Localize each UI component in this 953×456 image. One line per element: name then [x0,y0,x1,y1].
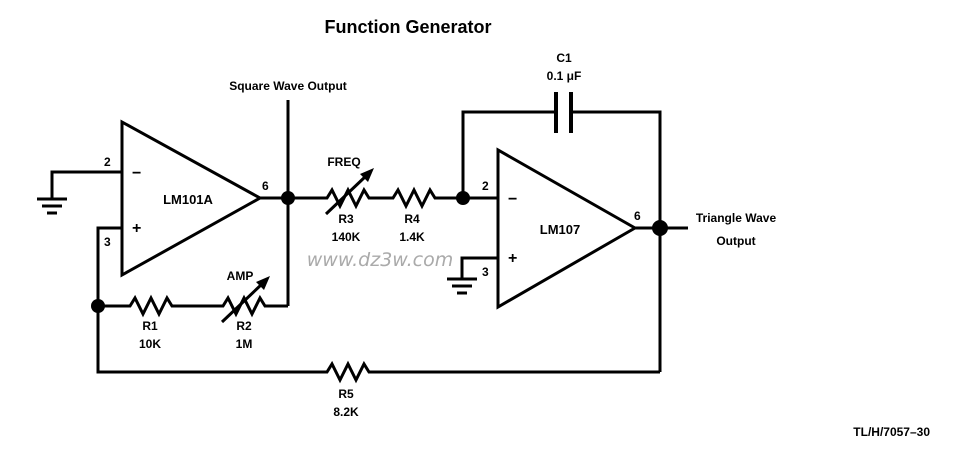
r1-ref: R1 [142,319,158,333]
r2-ref: R2 [236,319,252,333]
opamp2-pin6: 6 [634,209,641,223]
opamp2-label: LM107 [540,222,580,237]
variable-arrow-icon [324,174,368,216]
wire-pin3-ground [460,256,498,279]
r3-control-label: FREQ [327,155,360,169]
opamp-lm101a: LM101A − + 2 3 6 [104,119,269,278]
capacitor-c1 [554,92,573,133]
opamp2-pin2: 2 [482,179,489,193]
opamp1-label: LM101A [163,192,213,207]
junction-dot [456,191,470,205]
wire-c1-left [461,110,555,198]
c1-value: 0.1 μF [547,69,582,83]
opamp-lm107: LM107 − + 2 3 6 [482,147,641,310]
ground-icon [37,197,67,215]
arrow-head-icon [256,276,270,290]
triangle-wave-output-label-2: Output [716,234,755,248]
junction-dot [652,220,668,236]
r5-value: 8.2K [333,405,359,419]
c1-ref: C1 [556,51,572,65]
triangle-wave-output-label: Triangle Wave [696,211,777,225]
opamp1-plus: + [132,220,141,237]
junction-dot [91,299,105,313]
resistor-r4 [388,186,498,210]
r3-value: 140K [332,230,361,244]
wire-pin2-ground [50,170,122,199]
opamp1-pin3: 3 [104,235,111,249]
arrow-head-icon [360,168,374,182]
potentiometer-r2 [218,294,288,318]
opamp2-plus: + [508,250,517,267]
resistor-r1 [125,294,218,318]
wire-c1-right [572,110,662,372]
resistor-r5 [322,360,660,384]
ground-icon [447,277,477,295]
diagram-title: Function Generator [324,17,491,37]
opamp1-pin2: 2 [104,155,111,169]
r4-ref: R4 [404,212,420,226]
square-wave-output-label: Square Wave Output [229,79,347,93]
variable-arrow-icon [220,282,264,324]
figure-reference: TL/H/7057–30 [853,425,930,439]
r3-ref: R3 [338,212,354,226]
r5-ref: R5 [338,387,354,401]
watermark: www.dz3w.com [307,249,454,271]
r1-value: 10K [139,337,161,351]
junction-dot [281,191,295,205]
opamp2-pin3: 3 [482,265,489,279]
opamp1-pin6: 6 [262,179,269,193]
opamp2-minus: − [508,191,517,208]
potentiometer-r3 [322,186,388,210]
opamp1-minus: − [132,165,141,182]
r2-control-label: AMP [227,269,254,283]
r2-value: 1M [236,337,253,351]
r4-value: 1.4K [399,230,425,244]
